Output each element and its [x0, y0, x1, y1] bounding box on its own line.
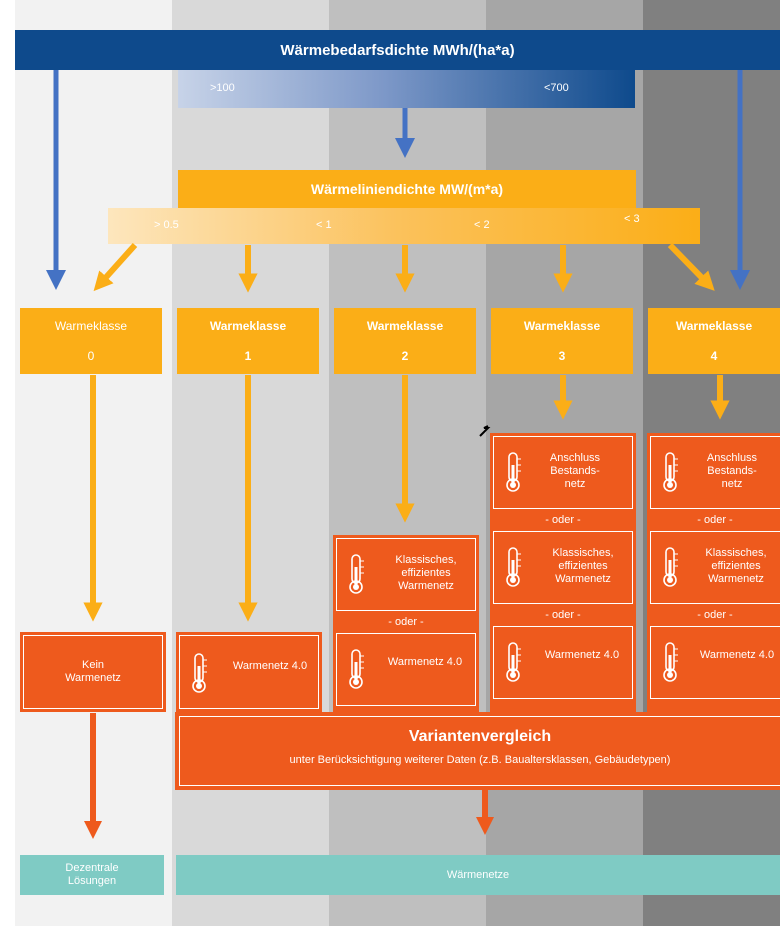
option-panel-3: Anschluss Bestands-netz - oder - Klassis…	[490, 433, 636, 712]
orange-arrow-class0	[93, 242, 138, 292]
heat-class-label: Warmeklasse	[675, 319, 753, 333]
thermometer-icon	[502, 641, 524, 683]
heat-class-1: Warmeklasse 1	[177, 308, 319, 374]
heat-class-0: Warmeklasse 0	[20, 308, 162, 374]
thermometer-icon	[659, 641, 681, 683]
option-anschluss: Anschluss Bestands-netz	[650, 436, 780, 509]
option-warmenetz-40: Warmenetz 4.0	[336, 633, 476, 706]
option-klassisch: Klassisches, effizientes Warmenetz	[650, 531, 780, 604]
gradient-max-label: <700	[544, 82, 569, 94]
variant-comparison-title: Variantenvergleich	[408, 728, 552, 745]
heat-demand-header: Wärmebedarfsdichte MWh/(ha*a)	[15, 30, 780, 70]
heat-class-label: Warmeklasse	[523, 319, 601, 333]
oder-label: - oder -	[388, 616, 424, 628]
oder-label: - oder -	[545, 609, 581, 621]
option-panel-4: Anschluss Bestands-netz - oder - Klassis…	[647, 433, 780, 712]
thermometer-icon	[502, 546, 524, 588]
heat-class-3: Warmeklasse 3	[491, 308, 633, 374]
thermometer-icon	[502, 451, 524, 493]
line-density-header: Wärmeliniendichte MW/(m*a)	[178, 170, 636, 208]
option-warmenetz-40: Warmenetz 4.0	[493, 626, 633, 699]
heat-class-number: 2	[401, 349, 409, 363]
option-warmenetz-40: Warmenetz 4.0	[179, 635, 319, 709]
variant-comparison-panel: Variantenvergleich unter Berücksichtigun…	[175, 712, 780, 790]
heat-class-number: 3	[558, 349, 566, 363]
result-waermenetze: Wärmenetze	[176, 855, 780, 895]
line-density-title: Wärmeliniendichte MW/(m*a)	[310, 181, 504, 197]
variant-comparison-frame: Variantenvergleich unter Berücksichtigun…	[179, 716, 780, 786]
heat-class-label: Warmeklasse	[209, 319, 287, 333]
threshold-label: < 1	[316, 219, 332, 231]
thermometer-icon	[345, 553, 367, 595]
option-panel-2: Klassisches, effizientes Warmenetz - ode…	[333, 535, 479, 712]
heat-class-4: Warmeklasse 4	[648, 308, 780, 374]
option-klassisch: Klassisches, effizientes Warmenetz	[336, 538, 476, 611]
heat-class-number: 0	[87, 349, 95, 363]
option-anschluss: Anschluss Bestands-netz	[493, 436, 633, 509]
option-klassisch: Klassisches, effizientes Warmenetz	[493, 531, 633, 604]
option-warmenetz-40: Warmenetz 4.0	[650, 626, 780, 699]
heat-class-number: 4	[710, 349, 718, 363]
variant-comparison-subtitle: unter Berücksichtigung weiterer Daten (z…	[289, 754, 671, 766]
heat-class-number: 1	[244, 349, 252, 363]
threshold-label: < 3	[624, 213, 640, 225]
option-panel-1: Warmenetz 4.0	[176, 632, 322, 712]
option-kein-waermenetz: Kein Warmenetz	[23, 635, 163, 709]
option-panel-0: Kein Warmenetz	[20, 632, 166, 712]
gradient-min-label: >100	[210, 82, 235, 94]
oder-label: - oder -	[545, 514, 581, 526]
oder-label: - oder -	[697, 609, 733, 621]
heat-class-label: Warmeklasse	[366, 319, 444, 333]
heat-demand-gradient: >100 <700	[178, 70, 635, 108]
heat-class-2: Warmeklasse 2	[334, 308, 476, 374]
thermometer-icon	[659, 451, 681, 493]
thermometer-icon	[659, 546, 681, 588]
thermometer-icon	[188, 652, 210, 694]
heat-class-label: Warmeklasse	[54, 319, 128, 333]
cursor-icon	[479, 425, 491, 437]
result-dezentral: Dezentrale Lösungen	[20, 855, 164, 895]
line-density-gradient: > 0.5 < 1 < 2 < 3	[108, 208, 700, 244]
threshold-label: > 0.5	[154, 219, 179, 231]
orange-arrow-class4	[667, 242, 715, 291]
thermometer-icon	[345, 648, 367, 690]
threshold-label: < 2	[474, 219, 490, 231]
oder-label: - oder -	[697, 514, 733, 526]
heat-demand-title: Wärmebedarfsdichte MWh/(ha*a)	[280, 41, 515, 59]
